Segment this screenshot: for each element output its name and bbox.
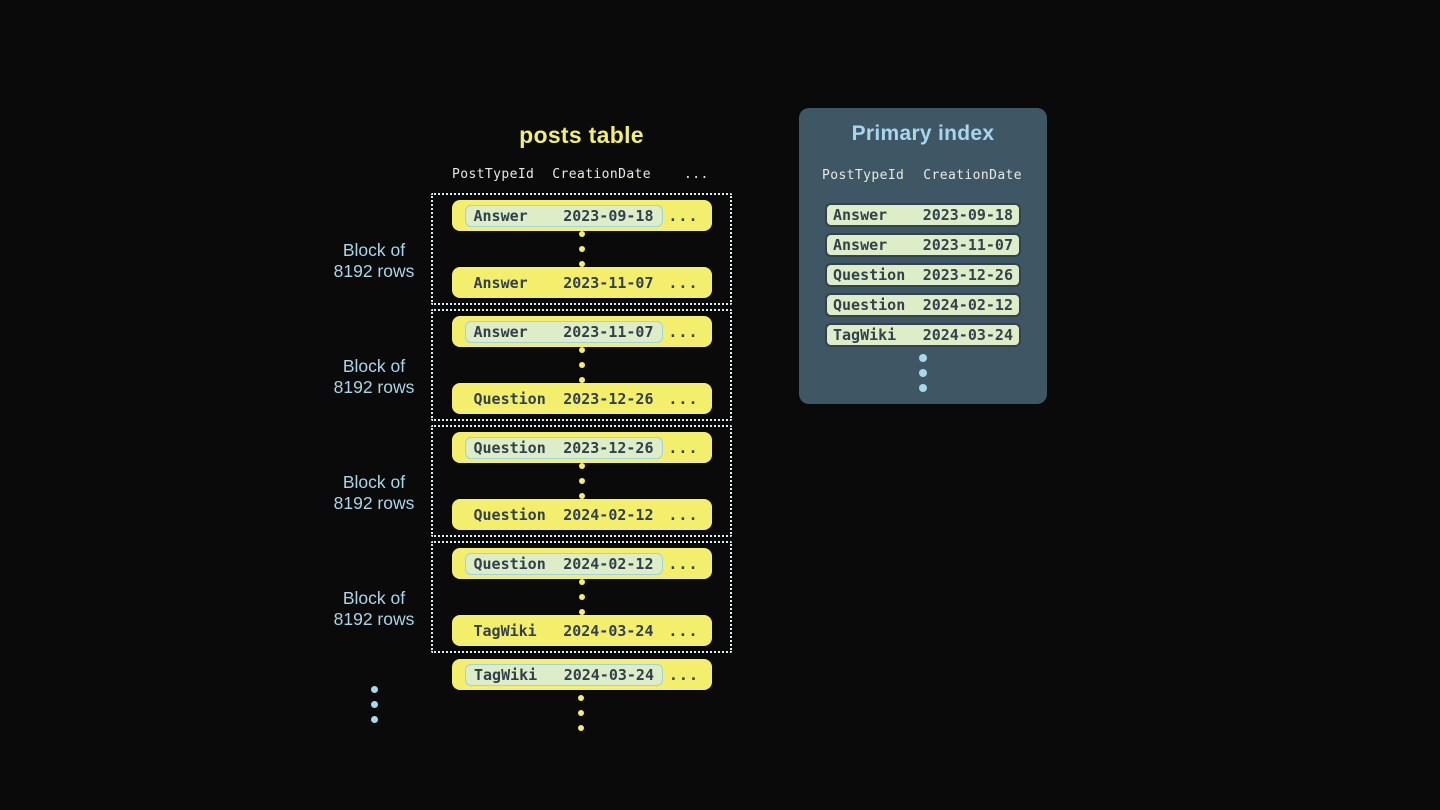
column-header-posttypeid: PostTypeId	[452, 167, 535, 182]
posts-table-title: posts table	[519, 122, 644, 148]
creation-date: 2023-12-26	[563, 389, 654, 408]
creation-date: 2023-11-07	[563, 273, 654, 292]
post-type: Question	[833, 266, 906, 284]
block-label-line2: 8192 rows	[333, 377, 415, 397]
primary-index-panel: Primary index PostTypeId CreationDate Ans…	[799, 108, 1047, 404]
more-entries-ellipsis-dots	[799, 354, 1047, 392]
creation-date: 2023-12-26	[922, 266, 1013, 284]
table-row-first: Answer 2023-09-18 ...	[451, 200, 712, 231]
row-more-ellipsis: ...	[668, 621, 699, 640]
creation-date: 2023-11-07	[563, 322, 654, 341]
table-row-first: Question 2024-02-12 ...	[451, 548, 712, 579]
index-entry: Question 2024-02-12	[825, 293, 1021, 317]
table-row-last: Question 2024-02-12 ...	[451, 499, 712, 530]
post-type: Answer	[473, 322, 528, 341]
column-header-more: ...	[684, 167, 709, 182]
post-type: TagWiki	[473, 621, 537, 640]
hidden-rows-ellipsis-dots	[578, 347, 585, 383]
indexed-entry-highlight: Question 2024-02-12	[464, 552, 663, 575]
indexed-entry-highlight: Answer 2023-11-07	[464, 320, 663, 343]
index-entry: Answer 2023-11-07	[825, 233, 1021, 257]
block-2: Answer 2023-11-07 ... Question 2023-12-2…	[431, 309, 732, 421]
creation-date: 2023-09-18	[563, 206, 654, 225]
post-type: Answer	[833, 236, 888, 254]
block-label-line1: Block of	[342, 472, 406, 492]
table-row-first: Question 2023-12-26 ...	[451, 432, 712, 463]
row-values: Answer 2023-11-07	[465, 272, 663, 294]
row-values: Question 2023-12-26	[465, 388, 663, 410]
row-more-ellipsis: ...	[668, 438, 699, 457]
post-type: Question	[473, 438, 546, 457]
row-more-ellipsis: ...	[668, 389, 699, 408]
hidden-rows-ellipsis-dots	[578, 579, 585, 615]
block-3: Question 2023-12-26 ... Question 2024-02…	[431, 425, 732, 537]
hidden-rows-ellipsis-dots	[578, 463, 585, 499]
indexed-entry-highlight: Question 2023-12-26	[464, 436, 663, 459]
block-label-line1: Block of	[342, 356, 406, 376]
block-1: Answer 2023-09-18 ... Answer 2023-11-07 …	[431, 193, 732, 305]
primary-index-title: Primary index	[851, 122, 995, 145]
row-more-ellipsis: ...	[668, 206, 699, 225]
block-4: Question 2024-02-12 ... TagWiki 2024-03-…	[431, 541, 732, 653]
row-more-ellipsis: ...	[668, 505, 699, 524]
creation-date: 2024-02-12	[922, 296, 1013, 314]
block-label-line2: 8192 rows	[333, 261, 415, 281]
index-entry: TagWiki 2024-03-24	[825, 323, 1021, 347]
row-more-ellipsis: ...	[668, 665, 699, 684]
hidden-rows-ellipsis-dots	[578, 231, 585, 267]
creation-date: 2024-03-24	[563, 665, 654, 684]
creation-date: 2023-12-26	[563, 438, 654, 457]
block-label-line2: 8192 rows	[333, 609, 415, 629]
row-more-ellipsis: ...	[668, 273, 699, 292]
post-type: Answer	[833, 206, 888, 224]
more-rows-ellipsis-dots	[578, 695, 584, 731]
post-type: Answer	[473, 206, 528, 225]
indexed-entry-highlight: TagWiki 2024-03-24	[465, 663, 663, 686]
primary-index-column-headers: PostTypeId CreationDate	[822, 168, 1022, 183]
post-type: TagWiki	[474, 665, 538, 684]
primary-index-entries: Answer 2023-09-18 Answer 2023-11-07 Ques…	[825, 203, 1021, 347]
post-type: Answer	[473, 273, 528, 292]
block-label-2: Block of 8192 rows	[314, 356, 434, 398]
column-header-creationdate: CreationDate	[552, 167, 652, 182]
block-label-line2: 8192 rows	[333, 493, 415, 513]
index-entry: Question 2023-12-26	[825, 263, 1021, 287]
column-header-posttypeid: PostTypeId	[822, 168, 905, 183]
post-type: Question	[833, 296, 906, 314]
table-row-last: TagWiki 2024-03-24 ...	[451, 615, 712, 646]
post-type: Question	[473, 505, 546, 524]
row-values: TagWiki 2024-03-24	[465, 620, 663, 642]
post-type: Question	[473, 554, 546, 573]
table-row-first: Answer 2023-11-07 ...	[451, 316, 712, 347]
post-type: TagWiki	[833, 326, 897, 344]
posts-table-column-headers: PostTypeId CreationDate...	[452, 167, 709, 182]
table-row-next-block-start: TagWiki 2024-03-24 ...	[452, 659, 712, 690]
row-more-ellipsis: ...	[668, 322, 699, 341]
more-blocks-ellipsis-dots	[371, 686, 378, 723]
creation-date: 2023-11-07	[922, 236, 1013, 254]
creation-date: 2023-09-18	[922, 206, 1013, 224]
block-label-3: Block of 8192 rows	[314, 472, 434, 514]
post-type: Question	[473, 389, 546, 408]
block-label-4: Block of 8192 rows	[314, 588, 434, 630]
creation-date: 2024-03-24	[922, 326, 1013, 344]
index-entry: Answer 2023-09-18	[825, 203, 1021, 227]
block-label-line1: Block of	[342, 240, 406, 260]
row-more-ellipsis: ...	[668, 554, 699, 573]
creation-date: 2024-03-24	[563, 621, 654, 640]
creation-date: 2024-02-12	[563, 505, 654, 524]
indexed-entry-highlight: Answer 2023-09-18	[464, 204, 663, 227]
creation-date: 2024-02-12	[563, 554, 654, 573]
block-label-1: Block of 8192 rows	[314, 240, 434, 282]
column-header-creationdate: CreationDate	[923, 168, 1023, 183]
table-row-last: Answer 2023-11-07 ...	[451, 267, 712, 298]
table-row-last: Question 2023-12-26 ...	[451, 383, 712, 414]
block-label-line1: Block of	[342, 588, 406, 608]
row-values: Question 2024-02-12	[465, 504, 663, 526]
